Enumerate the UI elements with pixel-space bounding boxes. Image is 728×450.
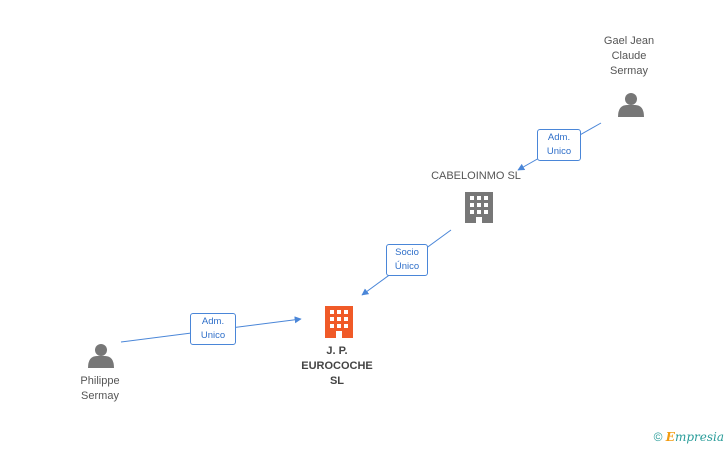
copyright-icon: © [653, 430, 663, 444]
node-label-gael[interactable]: Gael Jean Claude Sermay [603, 35, 655, 77]
edge-label-socio-unico: Socio Único [386, 244, 428, 276]
building-icon[interactable] [465, 192, 493, 223]
node-label-philippe[interactable]: Philippe Sermay [80, 375, 120, 402]
building-icon-main[interactable] [325, 306, 353, 338]
node-label-jp-eurocoche[interactable]: J. P. EUROCOCHE SL [301, 345, 373, 387]
edge-label-adm-unico: Adm. Unico [190, 313, 236, 345]
empresia-logo: Empresia [665, 430, 724, 444]
person-icon[interactable] [88, 344, 114, 368]
person-icon[interactable] [618, 93, 644, 117]
edge-label-adm-unico: Adm. Unico [537, 129, 581, 161]
node-label-cabeloinmo[interactable]: CABELOINMO SL [431, 170, 521, 182]
empresia-watermark: © Empresia [654, 430, 724, 444]
